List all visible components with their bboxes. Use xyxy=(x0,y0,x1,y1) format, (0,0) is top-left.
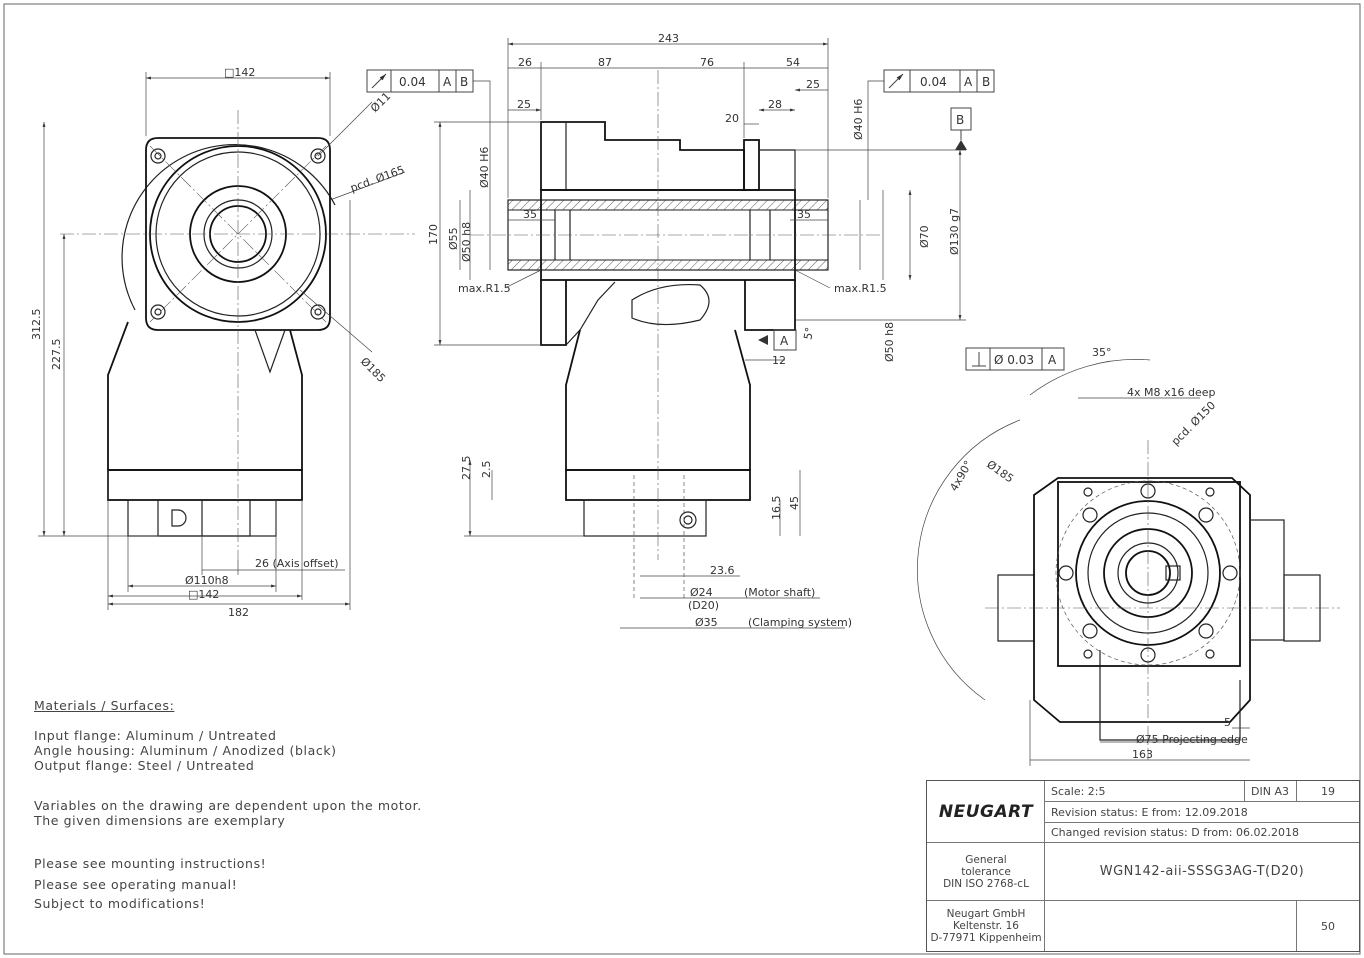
dim-87: 87 xyxy=(598,56,612,69)
sheet-number: 50 xyxy=(1321,919,1335,933)
label-thread: 4x M8 x16 deep xyxy=(1127,386,1216,399)
company-cell: Neugart GmbH Keltenstr. 16 D-77971 Kippe… xyxy=(927,901,1045,951)
dim-55: Ø55 xyxy=(447,227,460,250)
gdt-left-ref-b: B xyxy=(460,75,468,89)
label-motor-shaft: (Motor shaft) xyxy=(744,586,815,599)
dim-square-top: □142 xyxy=(224,66,255,79)
datum-b: B xyxy=(956,113,964,127)
dim-50h8-right: Ø50 h8 xyxy=(883,322,896,362)
variables-note: Variables on the drawing are dependent u… xyxy=(34,798,422,828)
dim-25-left: 25 xyxy=(517,98,531,111)
dim-163: 163 xyxy=(1132,748,1153,761)
dim-25-right: 25 xyxy=(806,78,820,91)
bottom-view xyxy=(917,359,1340,766)
format-cell: DIN A3 xyxy=(1245,781,1297,802)
dim-16-5: 16.5 xyxy=(770,496,783,521)
dim-40h6-right: Ø40 H6 xyxy=(852,99,865,140)
number-cell: 19 xyxy=(1297,781,1359,802)
dim-2-5: 2.5 xyxy=(480,461,493,479)
bolt-circle xyxy=(1058,483,1238,663)
dim-pcd-150: pcd. Ø150 xyxy=(1169,399,1218,448)
gdt-right-ref-b: B xyxy=(982,75,990,89)
dim-312-5: 312.5 xyxy=(30,309,43,341)
dim-5-deg: 5° xyxy=(801,326,816,341)
format-text: DIN A3 xyxy=(1251,784,1289,798)
dim-5: 5 xyxy=(1224,716,1231,729)
dim-27-5: 27.5 xyxy=(460,456,473,481)
dim-170: 170 xyxy=(427,224,440,245)
empty-cell xyxy=(1045,901,1297,951)
dim-35-deg: 35° xyxy=(1092,346,1112,359)
revision-text: Revision status: E from: 12.09.2018 xyxy=(1051,805,1248,819)
neugart-logo: NEUGART xyxy=(938,801,1034,822)
part-number: WGN142-aii-SSSG3AG-T(D20) xyxy=(1099,864,1305,879)
changed-text: Changed revision status: D from: 06.02.2… xyxy=(1051,826,1299,839)
dim-110h8: Ø110h8 xyxy=(185,574,229,587)
dim-45: 45 xyxy=(788,496,801,510)
gdt-right-ref-a: A xyxy=(964,75,973,89)
gdt-left-value: 0.04 xyxy=(399,75,426,89)
mounting-note: Please see mounting instructions! xyxy=(34,856,267,871)
number-text: 19 xyxy=(1321,784,1335,798)
dim-35-left: 35 xyxy=(523,208,537,221)
dim-24: Ø24 xyxy=(690,586,713,599)
changed-cell: Changed revision status: D from: 06.02.2… xyxy=(1045,823,1359,843)
manual-note: Please see operating manual! xyxy=(34,877,238,892)
title-block: NEUGART Scale: 2:5 DIN A3 19 Revision st… xyxy=(926,780,1360,952)
front-view xyxy=(38,72,415,610)
dim-dia-185-bottom: Ø185 xyxy=(984,458,1016,486)
dim-227-5: 227.5 xyxy=(50,339,63,371)
label-max-r-left: max.R1.5 xyxy=(458,282,511,295)
scale-cell: Scale: 2:5 xyxy=(1045,781,1245,802)
dim-d20: (D20) xyxy=(688,599,719,612)
gdt-perp-ref: A xyxy=(1048,353,1057,367)
part-cell: WGN142-aii-SSSG3AG-T(D20) xyxy=(1045,843,1359,901)
dim-28: 28 xyxy=(768,98,782,111)
gdt-left-ref-a: A xyxy=(443,75,452,89)
dim-axis-offset: 26 (Axis offset) xyxy=(255,557,339,570)
dim-26: 26 xyxy=(518,56,532,69)
tolerance-text: General tolerance DIN ISO 2768-cL xyxy=(943,853,1029,890)
datum-a: A xyxy=(780,334,789,348)
gdt-right-value: 0.04 xyxy=(920,75,947,89)
dim-130g7: Ø130 g7 xyxy=(948,208,961,255)
dim-76: 76 xyxy=(700,56,714,69)
dim-23-6: 23.6 xyxy=(710,564,735,577)
dim-12: 12 xyxy=(772,354,786,367)
logo-cell: NEUGART xyxy=(927,781,1045,843)
label-projecting-edge: Ø75 Projecting edge xyxy=(1136,733,1248,746)
dim-40h6-left: Ø40 H6 xyxy=(478,147,491,188)
tolerance-cell: General tolerance DIN ISO 2768-cL xyxy=(927,843,1045,901)
dim-182: 182 xyxy=(228,606,249,619)
dim-pcd-165: pcd. Ø165 xyxy=(349,163,407,195)
dim-35-right: 35 xyxy=(797,208,811,221)
dim-70: Ø70 xyxy=(918,225,931,248)
gdt-perp-value: Ø 0.03 xyxy=(994,353,1034,367)
materials-list: Input flange: Aluminum / Untreated Angle… xyxy=(34,728,337,773)
revision-cell: Revision status: E from: 12.09.2018 xyxy=(1045,802,1359,823)
dim-4x90: 4x90° xyxy=(947,458,975,493)
dim-243: 243 xyxy=(658,32,679,45)
dim-square-bottom: □142 xyxy=(188,588,219,601)
label-clamping: (Clamping system) xyxy=(748,616,852,629)
materials-heading: Materials / Surfaces: xyxy=(34,698,175,713)
side-view xyxy=(434,38,966,629)
gdt-frames xyxy=(366,69,1065,371)
dim-35: Ø35 xyxy=(695,616,718,629)
dim-hole: Ø11 xyxy=(368,90,393,115)
sheet-number-cell: 50 xyxy=(1297,901,1359,951)
dim-dia-185: Ø185 xyxy=(358,355,388,385)
company-text: Neugart GmbH Keltenstr. 16 D-77971 Kippe… xyxy=(930,908,1042,944)
dim-50h8: Ø50 h8 xyxy=(460,222,473,262)
label-max-r-right: max.R1.5 xyxy=(834,282,887,295)
dim-20: 20 xyxy=(725,112,739,125)
dim-54: 54 xyxy=(786,56,800,69)
modifications-note: Subject to modifications! xyxy=(34,896,206,911)
scale-text: Scale: 2:5 xyxy=(1051,784,1106,798)
sheet-border xyxy=(3,3,1361,955)
